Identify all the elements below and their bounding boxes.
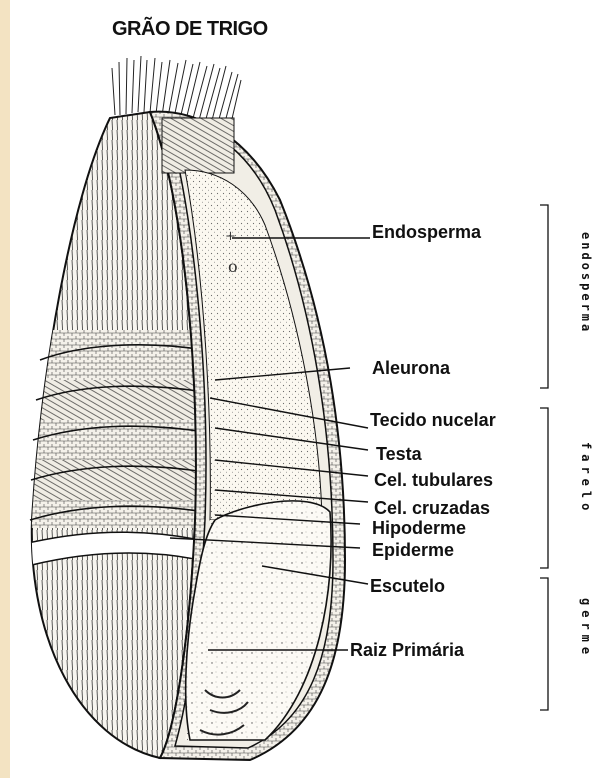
label-escutelo: Escutelo [370, 576, 445, 596]
label-epiderme: Epiderme [372, 540, 454, 560]
label-hipoderme: Hipoderme [372, 518, 466, 538]
section-label-endosperma: endosperma [579, 232, 593, 334]
section-label-farelo: farelo [579, 442, 593, 515]
svg-text:+: + [225, 229, 236, 244]
section-label-germe: germe [579, 598, 593, 659]
crease-tissue [162, 118, 234, 173]
label-tecido-nucelar: Tecido nucelar [370, 410, 496, 430]
label-cel-cruzadas: Cel. cruzadas [374, 498, 490, 518]
label-raiz-primaria: Raiz Primária [350, 640, 465, 660]
section-brackets [540, 205, 548, 710]
label-aleurona: Aleurona [372, 358, 451, 378]
label-testa: Testa [376, 444, 423, 464]
label-cel-tubulares: Cel. tubulares [374, 470, 493, 490]
label-endosperma: Endosperma [372, 222, 482, 242]
svg-text:o: o [228, 257, 238, 276]
